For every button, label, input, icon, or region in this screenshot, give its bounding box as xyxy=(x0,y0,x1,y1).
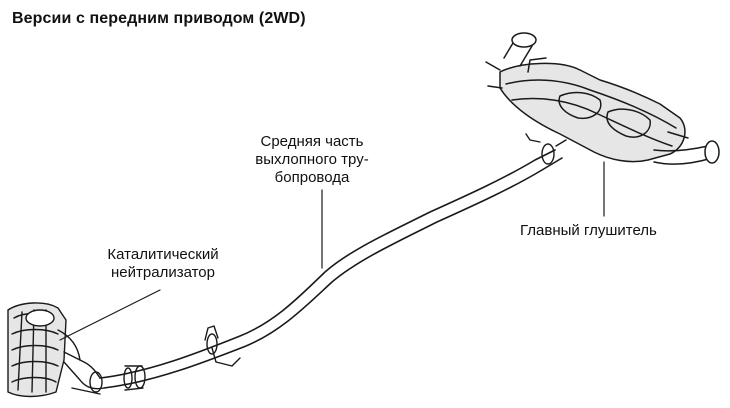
leader-catalytic xyxy=(59,289,161,341)
label-middle-exhaust-pipe: Средняя часть выхлопного тру- бопровода xyxy=(255,133,369,186)
label-main-muffler: Главный глушитель xyxy=(520,222,657,239)
main-muffler xyxy=(485,57,689,163)
catalytic-converter xyxy=(7,302,105,398)
label-catalytic-converter: Каталитический нейтрализатор xyxy=(107,246,219,281)
pipe-clamp xyxy=(123,365,146,391)
tailpipe-left xyxy=(503,32,537,67)
page-title: Версии с передним приводом (2WD) xyxy=(12,10,306,27)
leader-lines xyxy=(59,161,605,341)
pipe-hanger-front xyxy=(204,325,241,367)
pipe-hanger-middle xyxy=(525,133,567,165)
exhaust-pipe xyxy=(99,149,563,389)
tailpipe-right xyxy=(653,140,720,165)
